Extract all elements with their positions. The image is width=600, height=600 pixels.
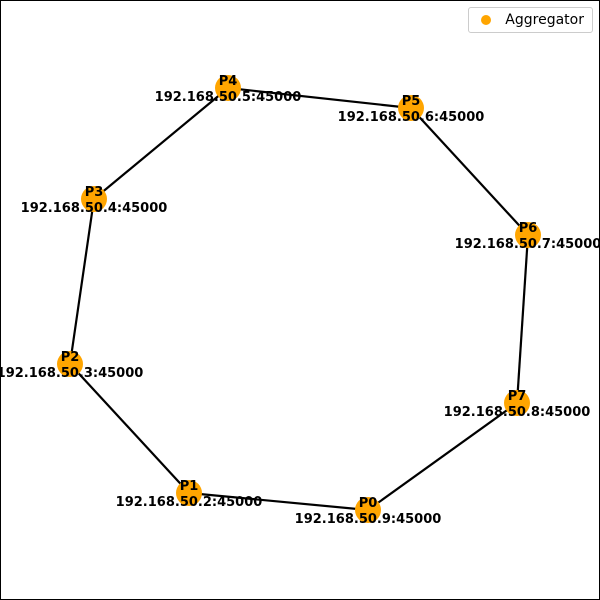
node-p4 [215, 75, 241, 101]
edge-p5-p6 [410, 107, 529, 236]
legend: Aggregator [468, 7, 593, 33]
edge-p3-p4 [93, 87, 229, 200]
edge-p6-p7 [515, 234, 530, 404]
node-p7 [504, 390, 530, 416]
edges-layer [68, 86, 530, 512]
nodes-layer [57, 75, 541, 523]
edge-p2-p3 [68, 198, 96, 365]
node-p5 [398, 95, 424, 121]
node-p3 [81, 186, 107, 212]
node-label-p3: P3 [85, 185, 104, 200]
node-p6 [515, 222, 541, 248]
legend-marker [481, 15, 492, 25]
node-label-p6: P6 [519, 221, 538, 236]
node-address-p5: 192.168.50.6:45000 [338, 110, 485, 125]
node-address-p1: 192.168.50.2:45000 [116, 495, 263, 510]
node-label-p5: P5 [402, 94, 421, 109]
legend-label: Aggregator [505, 12, 584, 28]
edge-p1-p2 [69, 363, 190, 494]
node-label-p7: P7 [508, 389, 527, 404]
node-label-p1: P1 [180, 479, 199, 494]
node-address-p4: 192.168.50.5:45000 [155, 90, 302, 105]
node-label-p2: P2 [61, 350, 80, 365]
edge-p7-p0 [367, 402, 518, 511]
node-address-p2: 192.168.50.3:45000 [1, 366, 143, 381]
node-address-p3: 192.168.50.4:45000 [21, 201, 168, 216]
node-p2 [57, 351, 83, 377]
node-address-p7: 192.168.50.8:45000 [444, 405, 591, 420]
node-address-p0: 192.168.50.9:45000 [295, 512, 442, 527]
edge-p4-p5 [227, 86, 412, 110]
node-p1 [176, 480, 202, 506]
node-address-p6: 192.168.50.7:45000 [455, 237, 600, 252]
node-p0 [355, 497, 381, 523]
node-label-p4: P4 [219, 74, 238, 89]
edge-p0-p1 [188, 491, 369, 512]
node-label-p0: P0 [359, 496, 378, 511]
